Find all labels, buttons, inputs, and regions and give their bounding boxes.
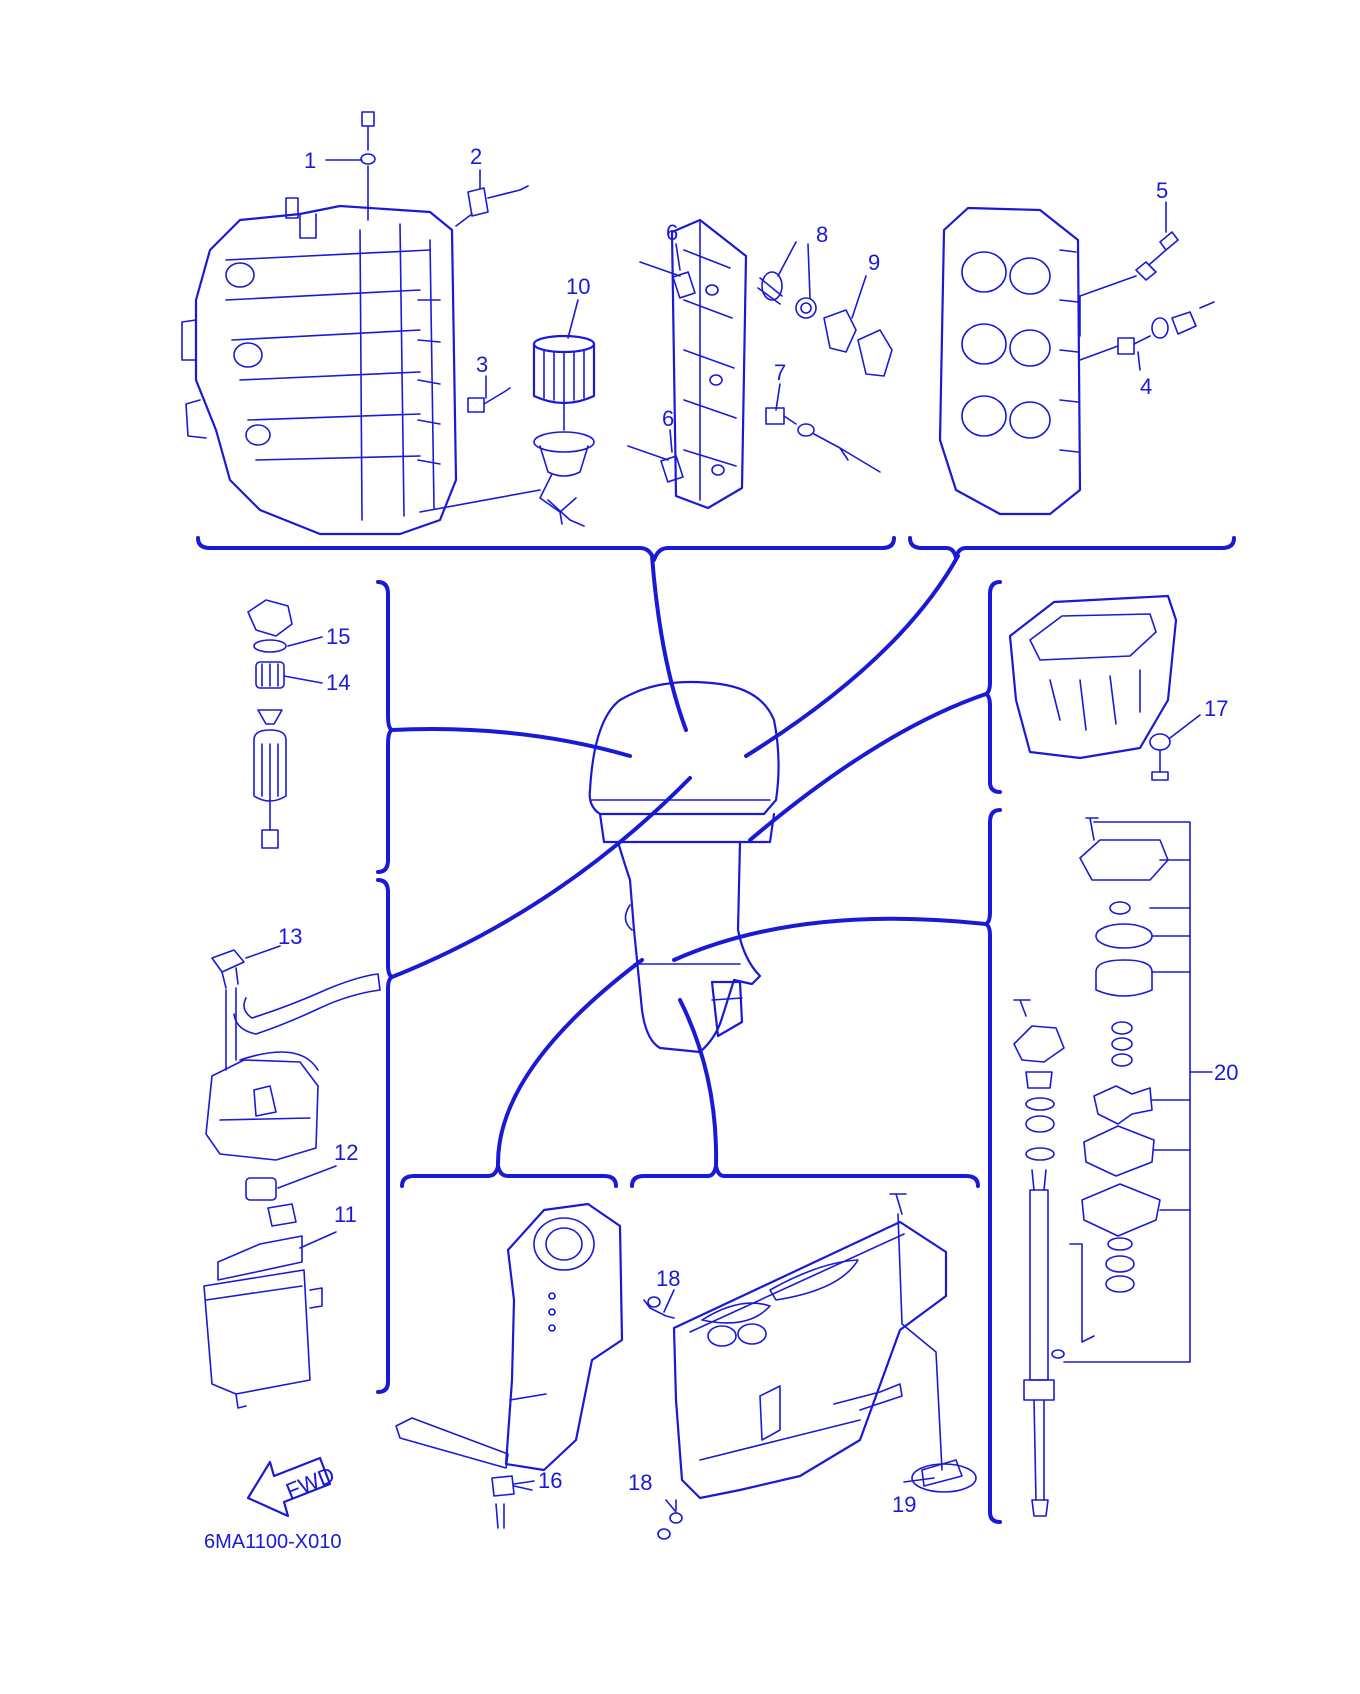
callout-leaders xyxy=(245,159,1201,1513)
callout-4: 4 xyxy=(1140,374,1152,399)
callout-16: 16 xyxy=(538,1468,562,1493)
callout-20: 20 xyxy=(1214,1060,1238,1085)
bracket-oil-pan xyxy=(984,580,1002,794)
cylinder-head-illustration xyxy=(938,206,1082,516)
callout-14: 14 xyxy=(326,670,350,695)
callout-18b: 18 xyxy=(628,1470,652,1495)
part-1-bolt xyxy=(360,111,376,221)
upper-case-illustration xyxy=(395,1202,624,1529)
part-6-dowels xyxy=(627,261,696,483)
bracket-upper-case xyxy=(400,1164,618,1188)
part-4-sensor xyxy=(1079,301,1215,361)
fwd-arrow-icon: FWD xyxy=(246,1456,338,1518)
part-10-oil-filter xyxy=(419,334,596,527)
part-5-spark-plug xyxy=(1079,231,1179,337)
bracket-powerhead-left xyxy=(196,536,896,562)
cylinder-block-illustration xyxy=(181,197,458,536)
callout-15: 15 xyxy=(326,624,350,649)
connector-curves xyxy=(390,554,988,1168)
callout-13: 13 xyxy=(278,924,302,949)
bracket-water-pump xyxy=(984,808,1002,1524)
callout-2: 2 xyxy=(470,144,482,169)
callout-numbers: 1 2 3 4 5 6 6 7 8 9 10 11 12 13 14 15 16… xyxy=(278,144,1238,1517)
callout-8: 8 xyxy=(816,222,828,247)
bracket-fuel-filter xyxy=(376,580,394,874)
callout-3: 3 xyxy=(476,352,488,377)
oil-pan-illustration xyxy=(1008,594,1178,781)
bracket-fuel-tank xyxy=(376,878,394,1394)
callout-19: 19 xyxy=(892,1492,916,1517)
part-3-fitting xyxy=(467,387,511,413)
fuel-filter-illustration xyxy=(247,599,293,849)
part-8-thermostat xyxy=(757,271,817,319)
bracket-lower-case xyxy=(630,1164,980,1188)
callout-9: 9 xyxy=(868,250,880,275)
lower-case-illustration xyxy=(643,1193,977,1540)
callout-12: 12 xyxy=(334,1140,358,1165)
exhaust-cover-illustration xyxy=(670,218,748,510)
callout-10: 10 xyxy=(566,274,590,299)
part-9-gasket xyxy=(823,309,893,377)
water-pump-illustration xyxy=(1013,817,1213,1517)
outboard-motor-illustration xyxy=(588,680,780,1054)
callout-17: 17 xyxy=(1204,696,1228,721)
callout-11: 11 xyxy=(334,1202,357,1227)
callout-5: 5 xyxy=(1156,178,1168,203)
part-7-sensor xyxy=(765,407,881,473)
callout-7: 7 xyxy=(774,360,786,385)
callout-6b: 6 xyxy=(662,406,674,431)
drawing-code: 6MA1100-X010 xyxy=(204,1531,342,1553)
vapor-separator-illustration xyxy=(203,949,381,1409)
callout-1: 1 xyxy=(304,148,316,173)
fwd-label: FWD xyxy=(282,1462,338,1504)
callout-18a: 18 xyxy=(656,1266,680,1291)
callout-6a: 6 xyxy=(666,220,678,245)
part-2-bracket xyxy=(455,185,529,227)
